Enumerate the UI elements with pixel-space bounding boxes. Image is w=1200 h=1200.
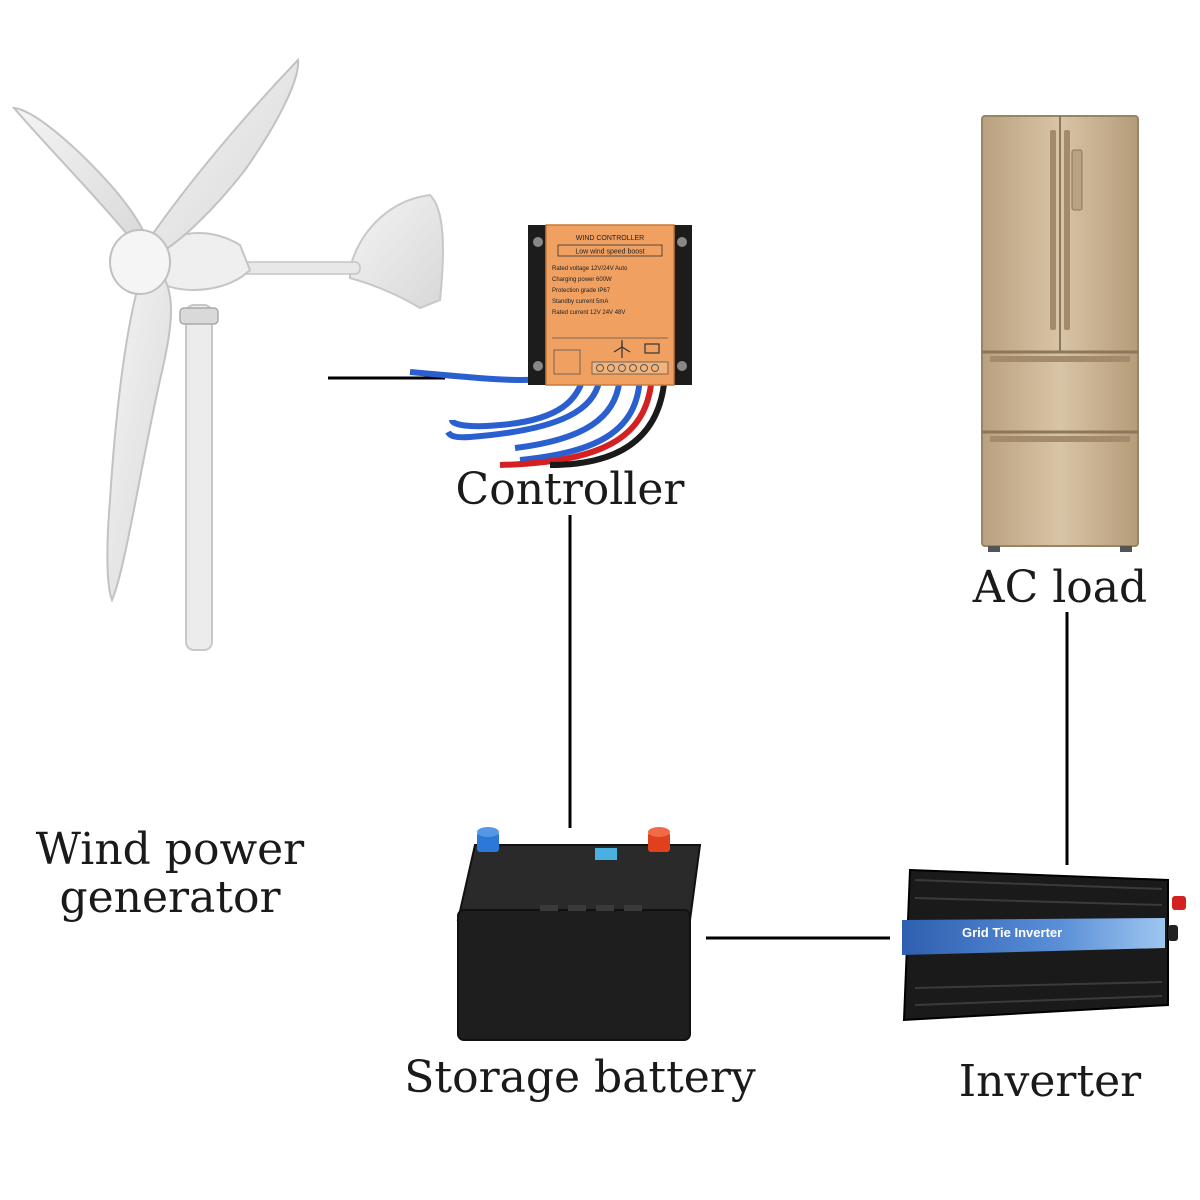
battery-vent-caps <box>540 905 642 911</box>
controller-label-block <box>553 349 581 375</box>
controller-spec-4: Standby current 5mA <box>552 299 608 305</box>
battery-terminal-pos-top <box>648 827 670 837</box>
battery-terminal-neg <box>477 832 499 852</box>
controller-title: WIND CONTROLLER <box>576 235 644 242</box>
connector-lines <box>328 376 1069 940</box>
inverter-terminal-black <box>1168 925 1178 941</box>
power-inverter-icon: Grid Tie Inverter <box>902 868 1186 1022</box>
turbine-hub <box>109 229 171 295</box>
controller-screw-bl <box>533 361 543 371</box>
wind-turbine-icon <box>11 57 444 651</box>
fridge-foot-left <box>988 546 1000 552</box>
turbine-tail-vane <box>349 193 444 310</box>
turbine-blade-up <box>148 57 300 252</box>
fridge-handle-right <box>1064 130 1070 330</box>
controller-spec-3: Protection grade IP67 <box>552 288 611 294</box>
turbine-collar <box>179 307 219 325</box>
controller-wire-6 <box>549 371 668 468</box>
battery-terminal-neg-top <box>477 827 499 837</box>
battery-case <box>457 909 691 1041</box>
controller-wire-3 <box>514 371 623 451</box>
turbine-blade-down <box>106 279 172 603</box>
controller-wind-icon <box>613 340 631 358</box>
label-ac-load: AC load <box>972 562 1148 613</box>
battery-terminal-pos <box>648 832 670 852</box>
controller-subtitle: Low wind speed boost <box>575 249 644 256</box>
fridge-drawer-handle-1 <box>990 356 1130 362</box>
battery-indicator <box>595 848 617 860</box>
car-battery-icon <box>456 827 702 1041</box>
controller-subtitle-box <box>557 244 663 257</box>
controller-wire-1 <box>449 369 588 430</box>
label-inverter: Inverter <box>958 1056 1142 1107</box>
turbine-tower <box>185 304 213 651</box>
turbine-blade-left <box>11 106 152 257</box>
controller-left-cap <box>528 225 548 385</box>
charge-controller-icon: WIND CONTROLLER Low wind speed boost Rat… <box>409 224 692 468</box>
controller-terminals <box>596 364 659 372</box>
refrigerator-icon <box>981 115 1139 552</box>
controller-screw-tr <box>677 237 687 247</box>
inverter-band <box>902 918 1165 955</box>
label-storage-battery: Storage battery <box>404 1052 756 1103</box>
fridge-drawer-handle-2 <box>990 436 1130 442</box>
controller-wire-2 <box>445 371 603 441</box>
label-wind-power-generator: Wind power generator <box>20 828 320 920</box>
label-wind-line-1: Wind power <box>35 824 305 875</box>
controller-wire-5 <box>499 371 655 468</box>
fridge-display <box>1071 149 1083 211</box>
fridge-handle-left <box>1050 130 1056 330</box>
controller-body <box>545 224 675 386</box>
controller-right-cap <box>672 225 692 385</box>
inverter-terminal-red <box>1172 896 1186 910</box>
label-wind-line-2: generator <box>59 872 281 923</box>
controller-screw-tl <box>533 237 543 247</box>
fridge-foot-right <box>1120 546 1132 552</box>
controller-spec-5: Rated current 12V 24V 48V <box>552 310 625 316</box>
controller-wire-4 <box>519 371 643 463</box>
controller-battery-icon <box>644 343 660 354</box>
inverter-fins <box>914 879 1163 1006</box>
inverter-brand-label: Grid Tie Inverter <box>962 925 1062 940</box>
controller-spec-1: Rated voltage 12V/24V Auto <box>552 266 628 272</box>
controller-screw-br <box>677 361 687 371</box>
controller-spec-2: Charging power 600W <box>552 277 612 283</box>
label-controller: Controller <box>455 464 685 515</box>
